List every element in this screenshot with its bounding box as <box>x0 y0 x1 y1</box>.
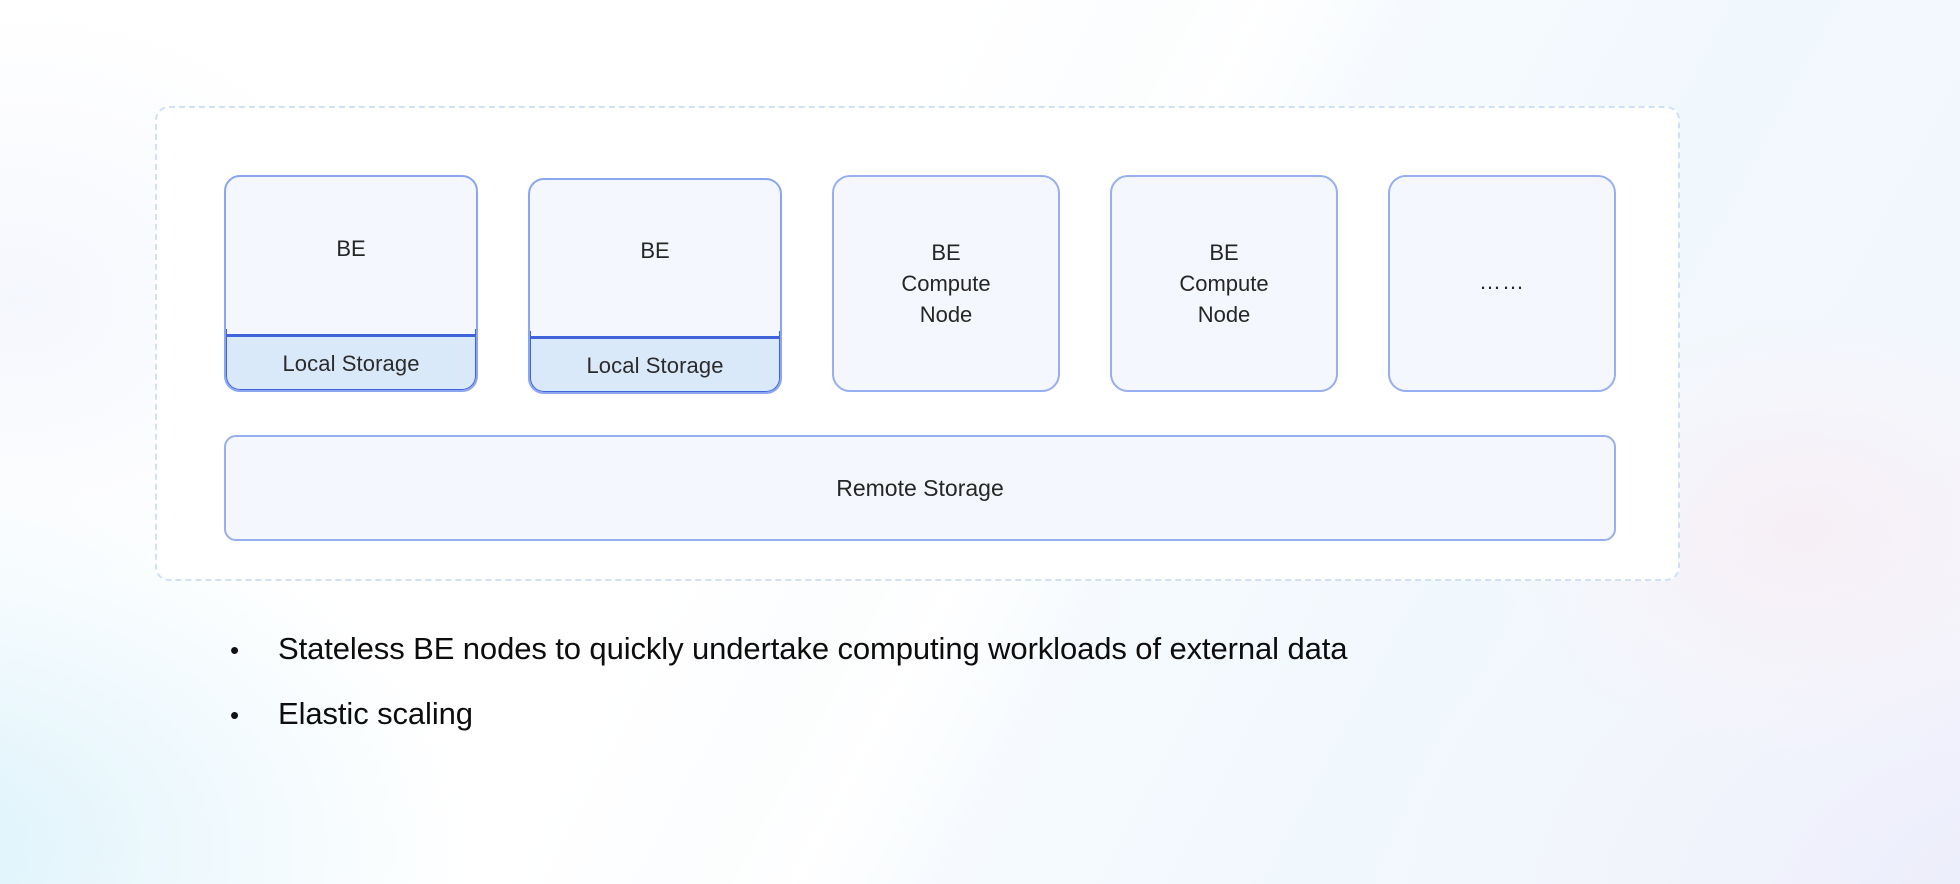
ellipsis-icon: …… <box>1479 268 1525 294</box>
be-node-2-title: BE <box>640 238 670 263</box>
bullet-text-1: Stateless BE nodes to quickly undertake … <box>278 631 1348 666</box>
dashed-cluster-boundary: BE Local Storage BE Local Storage BE Com… <box>155 106 1680 581</box>
be-node-1-local-storage: Local Storage <box>226 334 476 390</box>
bullet-text-2: Elastic scaling <box>278 696 473 732</box>
be-compute-node-1[interactable]: BE Compute Node <box>832 175 1060 392</box>
more-nodes-placeholder[interactable]: …… <box>1388 175 1616 392</box>
be-compute-node-2[interactable]: BE Compute Node <box>1110 175 1338 392</box>
bullet-marker-icon: • <box>230 700 240 731</box>
node-row: BE Local Storage BE Local Storage BE Com… <box>224 175 1616 397</box>
bullet-marker-icon: • <box>230 635 240 665</box>
be-compute-node-1-label: BE Compute Node <box>901 239 991 328</box>
be-node-1[interactable]: BE Local Storage <box>224 175 478 392</box>
be-node-1-title: BE <box>336 235 366 261</box>
be-node-2-local-storage: Local Storage <box>530 336 780 392</box>
list-item: • Elastic scaling <box>226 695 1726 732</box>
list-item: • Stateless BE nodes to quickly undertak… <box>226 630 1726 667</box>
bullet-list: • Stateless BE nodes to quickly undertak… <box>226 630 1726 760</box>
be-compute-node-2-label: BE Compute Node <box>1179 239 1269 328</box>
remote-storage-bar[interactable]: Remote Storage <box>224 435 1616 541</box>
be-node-2[interactable]: BE Local Storage <box>528 178 782 394</box>
remote-storage-label: Remote Storage <box>836 474 1004 501</box>
